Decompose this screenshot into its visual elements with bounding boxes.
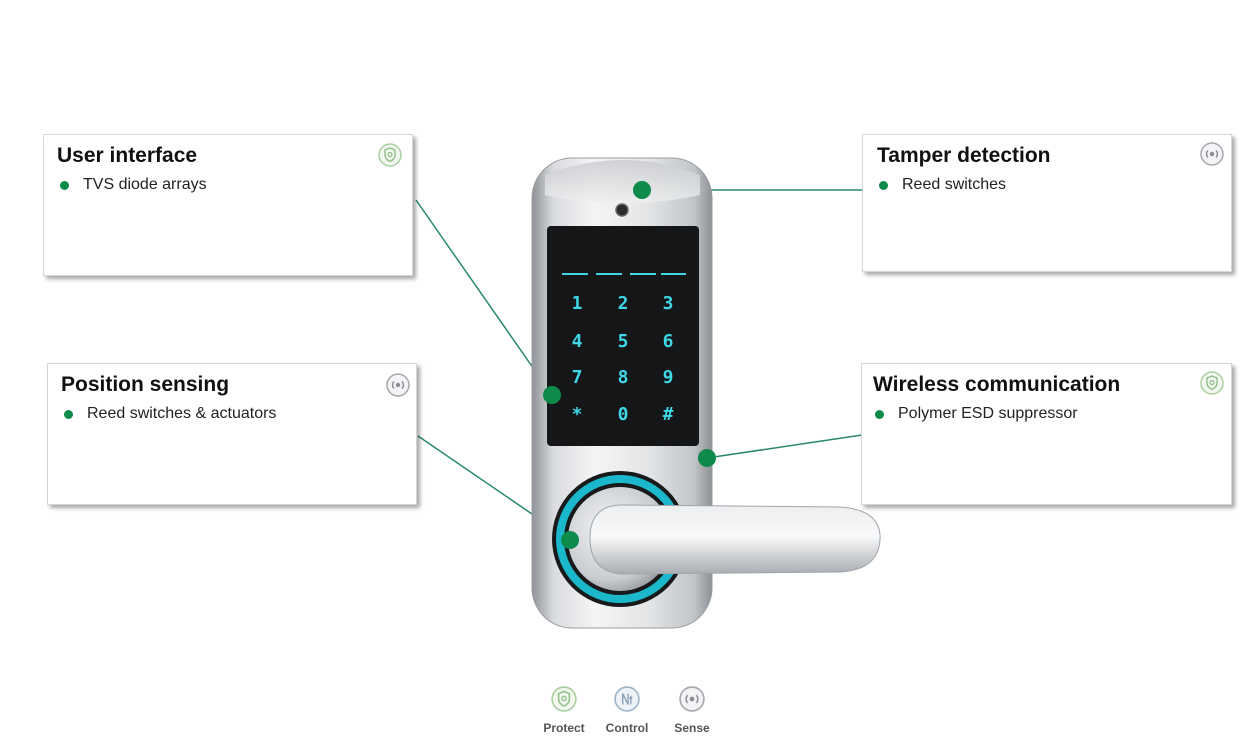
- callout-user-interface: User interface TVS diode arrays: [43, 134, 413, 276]
- legend-protect: Protect: [534, 686, 594, 735]
- marker-wireless: [698, 449, 716, 467]
- legend-label: Sense: [674, 721, 710, 735]
- bullet-dot: [879, 180, 888, 190]
- callout-bullet-text: Reed switches & actuators: [87, 405, 277, 422]
- bullet-dot: [875, 409, 884, 419]
- keypad-key: 9: [663, 367, 674, 388]
- callout-bullet: Reed switches & actuators: [64, 405, 276, 423]
- legend-label: Protect: [543, 721, 585, 735]
- marker-user-interface: [543, 386, 561, 404]
- marker-position-sensing: [561, 531, 579, 549]
- keypad-key: 2: [618, 293, 629, 314]
- lock-top-cap: [545, 160, 700, 204]
- callout-bullet-text: Polymer ESD suppressor: [898, 405, 1078, 422]
- callout-title: Position sensing: [61, 373, 230, 396]
- sense-icon: [386, 373, 410, 397]
- protect-icon: [378, 143, 402, 167]
- keypad-key: 3: [663, 293, 674, 314]
- keypad-keys: 1 2 3 4 5 6 7 8 9 * 0 #: [572, 293, 674, 425]
- protect-icon: [1200, 371, 1224, 395]
- callout-bullet-text: TVS diode arrays: [83, 176, 207, 193]
- callout-position-sensing: Position sensing Reed switches & actuato…: [47, 363, 417, 505]
- callout-bullet: TVS diode arrays: [60, 176, 207, 194]
- callout-bullet-text: Reed switches: [902, 176, 1007, 193]
- sense-icon: [679, 686, 705, 712]
- keypad-key: *: [572, 404, 583, 425]
- callout-bullet: Reed switches: [879, 176, 1006, 194]
- keypad-key: 8: [618, 367, 629, 388]
- control-icon: [614, 686, 640, 712]
- legend-sense: Sense: [662, 686, 722, 735]
- keypad-panel: [547, 226, 699, 446]
- legend-control: Control: [597, 686, 657, 735]
- leader-user-interface: [415, 199, 553, 396]
- keypad-key: 0: [618, 404, 629, 425]
- camera-lens: [615, 203, 629, 217]
- bullet-dot: [64, 409, 73, 419]
- protect-icon: [551, 686, 577, 712]
- callout-title: Tamper detection: [877, 144, 1051, 167]
- keypad-key: 6: [663, 331, 674, 352]
- legend-label: Control: [605, 721, 649, 735]
- keypad-key: 4: [572, 331, 583, 352]
- callout-tamper-detection: Tamper detection Reed switches: [862, 134, 1232, 272]
- keypad-key: 5: [618, 331, 629, 352]
- leader-wireless: [706, 434, 863, 459]
- lever-handle: [589, 504, 881, 575]
- callout-title: Wireless communication: [873, 373, 1121, 396]
- callout-bullet: Polymer ESD suppressor: [875, 405, 1078, 423]
- callout-title: User interface: [57, 144, 198, 167]
- marker-tamper-detection: [633, 181, 651, 199]
- keypad-key: #: [663, 404, 674, 425]
- keypad-key: 1: [572, 293, 583, 314]
- bullet-dot: [60, 180, 69, 190]
- keypad-key: 7: [572, 367, 583, 388]
- callout-wireless-communication: Wireless communication Polymer ESD suppr…: [861, 363, 1232, 505]
- sense-icon: [1200, 142, 1224, 166]
